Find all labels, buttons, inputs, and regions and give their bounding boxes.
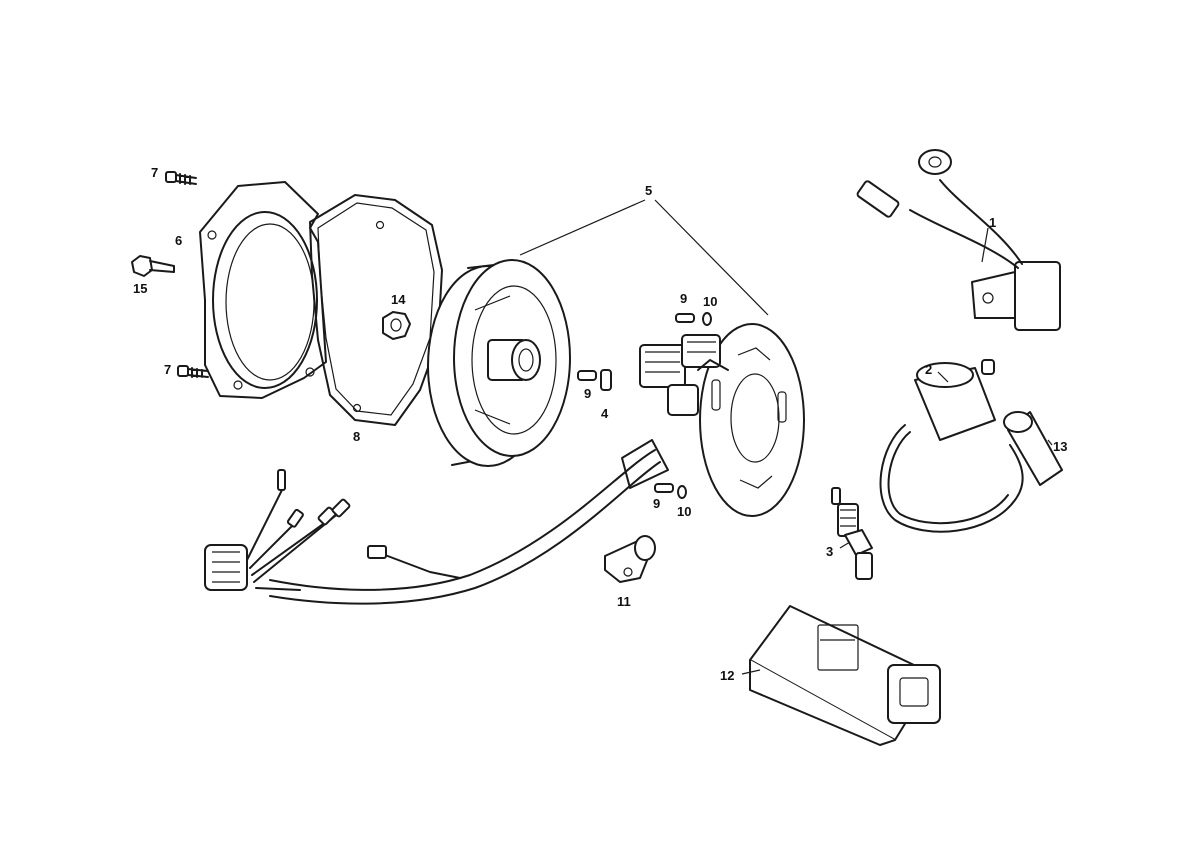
part-gasket [309, 194, 443, 426]
part-woodruff-key [600, 369, 612, 391]
callout-labels: 1 2 3 4 5 6 7 7 8 9 9 9 10 10 11 12 13 1… [133, 165, 1067, 683]
callout-9-middle: 9 [584, 386, 591, 401]
part-bolt [131, 255, 175, 277]
callout-7-bottom: 7 [164, 362, 171, 377]
part-voltage-regulator [856, 149, 1061, 331]
part-screw-washer-top [675, 312, 712, 326]
part-wiring-harness [204, 439, 669, 605]
callout-15: 15 [133, 281, 147, 296]
callout-10-top: 10 [703, 294, 717, 309]
part-nut [382, 311, 411, 340]
part-screw-washer-bottom [654, 483, 687, 499]
leader-lines [519, 199, 1053, 675]
part-spark-plug [831, 487, 873, 580]
part-stator-plate [639, 323, 805, 517]
callout-2: 2 [925, 362, 932, 377]
callout-8: 8 [353, 429, 360, 444]
callout-11: 11 [617, 594, 631, 609]
callout-12: 12 [720, 668, 734, 683]
callout-10-bottom: 10 [677, 504, 691, 519]
part-ignition-coil [879, 359, 1024, 533]
callout-9-bottom: 9 [653, 496, 660, 511]
part-cdi-unit [749, 605, 941, 746]
part-generator-cover [199, 181, 327, 399]
part-screw-top [165, 171, 197, 185]
callout-9-top: 9 [680, 291, 687, 306]
callout-4: 4 [601, 406, 609, 421]
part-flywheel-rotor [427, 259, 571, 467]
part-spark-plug-cap [1003, 411, 1063, 486]
part-screw-bottom [177, 365, 209, 378]
callout-6: 6 [175, 233, 182, 248]
callout-13: 13 [1053, 439, 1067, 454]
callout-7-top: 7 [151, 165, 158, 180]
part-grommet [604, 535, 656, 583]
callout-5: 5 [645, 183, 652, 198]
callout-1: 1 [989, 215, 996, 230]
callout-14: 14 [391, 292, 406, 307]
callout-3: 3 [826, 544, 833, 559]
part-screw-middle [577, 370, 597, 381]
